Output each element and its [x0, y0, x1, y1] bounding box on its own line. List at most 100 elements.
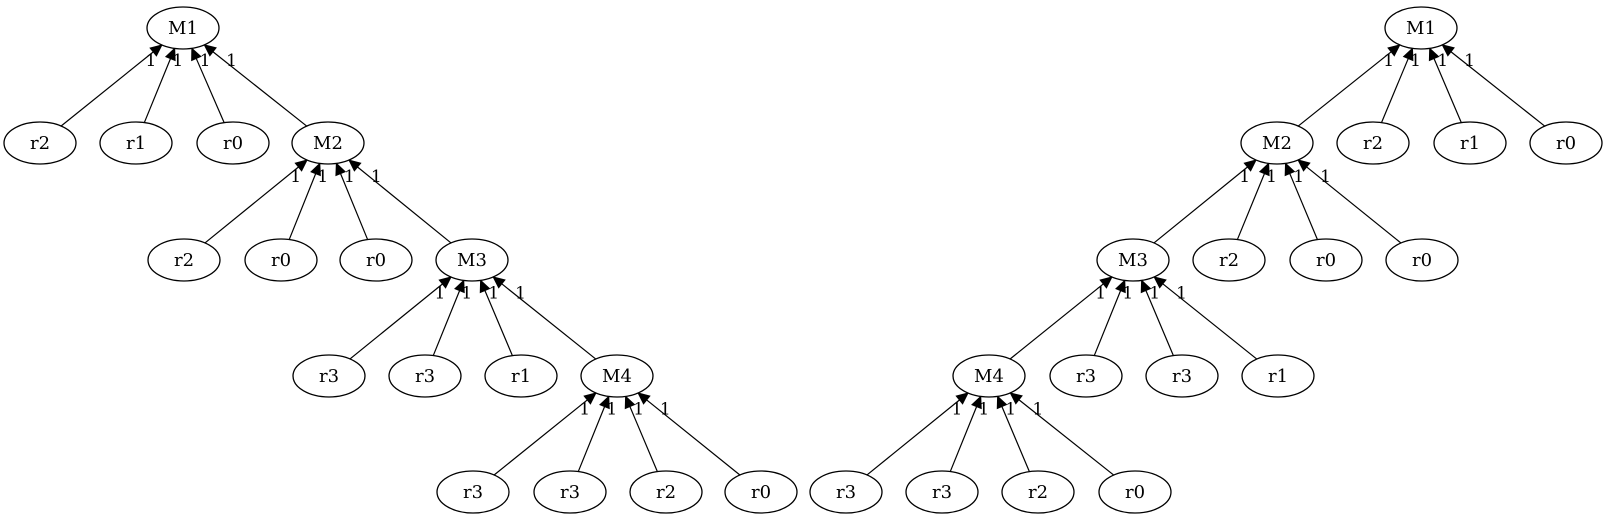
edge-left-m3-to-m2: 1 — [348, 159, 452, 244]
edge-right-r1-to-m1: 1 — [1428, 47, 1462, 123]
edge-left-m4-to-m3: 1 — [492, 276, 597, 360]
node-label: M4 — [602, 366, 632, 387]
node-label: r3 — [1076, 366, 1096, 387]
edge-line — [432, 290, 461, 356]
arrowhead — [1441, 44, 1455, 57]
edge-line — [349, 283, 443, 360]
node-left-r2: r2 — [147, 238, 221, 282]
edge-left-r0-to-m2: 1 — [288, 162, 328, 240]
arrowhead — [996, 395, 1008, 410]
edge-weight-label: 1 — [1005, 399, 1016, 419]
arrowhead — [599, 395, 610, 410]
arrowhead — [191, 47, 202, 62]
node-label: r2 — [1363, 133, 1383, 154]
edge-weight-label: 1 — [1032, 399, 1043, 419]
edge-weight-label: 1 — [1383, 51, 1394, 71]
edge-weight-label: 1 — [579, 399, 590, 419]
edge-line — [1236, 173, 1266, 240]
arrowhead — [1115, 279, 1126, 294]
node-ellipse — [244, 238, 318, 282]
node-left-m1: M1 — [146, 6, 220, 50]
edge-line — [577, 406, 606, 472]
edge-weight-label: 1 — [1320, 167, 1331, 187]
node-ellipse — [339, 238, 413, 282]
edge-weight-label: 1 — [435, 283, 446, 303]
edge-weight-label: 1 — [344, 167, 355, 187]
node-label: r3 — [463, 482, 483, 503]
edge-weight-label: 1 — [978, 399, 989, 419]
edge-line — [1306, 166, 1402, 244]
edge-line — [1450, 51, 1546, 127]
node-ellipse — [580, 354, 654, 398]
node-right-m4: M4 — [952, 354, 1026, 398]
arrowhead — [637, 392, 651, 405]
node-label: M1 — [168, 18, 198, 39]
node-left-r3: r3 — [388, 354, 462, 398]
edge-weight-label: 1 — [1176, 283, 1187, 303]
node-ellipse — [291, 121, 365, 165]
edge-weight-label: 1 — [660, 399, 671, 419]
node-label: M3 — [457, 250, 487, 271]
node-label: r0 — [223, 133, 243, 154]
arrowhead — [479, 279, 491, 294]
node-label: r0 — [366, 250, 386, 271]
node-label: r3 — [1172, 366, 1192, 387]
arrowhead — [1140, 279, 1152, 294]
edge-weight-label: 1 — [146, 51, 157, 71]
node-right-r3: r3 — [905, 470, 979, 514]
node-label: M4 — [974, 366, 1004, 387]
arrowhead — [492, 276, 506, 289]
node-label: r3 — [415, 366, 435, 387]
node-label: r1 — [1268, 366, 1288, 387]
edge-left-r2-to-m2: 1 — [204, 159, 308, 244]
edge-line — [143, 58, 172, 123]
node-ellipse — [99, 121, 173, 165]
edge-right-r3-to-m4: 1 — [866, 392, 969, 476]
node-ellipse — [1192, 238, 1266, 282]
node-label: r2 — [30, 133, 50, 154]
edge-left-m2-to-m1: 1 — [203, 44, 308, 127]
edge-right-m2-to-m1: 1 — [1297, 44, 1401, 127]
node-label: r3 — [319, 366, 339, 387]
node-label: r2 — [1219, 250, 1239, 271]
edge-left-r0-to-m1: 1 — [191, 47, 225, 123]
node-ellipse — [724, 470, 798, 514]
node-ellipse — [809, 470, 883, 514]
node-label: r1 — [126, 133, 146, 154]
node-label: r2 — [174, 250, 194, 271]
arrowhead — [149, 44, 163, 57]
edge-line — [60, 51, 154, 127]
node-label: r2 — [1028, 482, 1048, 503]
edge-line — [339, 173, 369, 240]
arrowhead — [203, 44, 217, 57]
node-left-r2: r2 — [3, 121, 77, 165]
edge-line — [1433, 58, 1462, 123]
arrowhead — [624, 395, 636, 410]
node-label: r0 — [1316, 250, 1336, 271]
node-left-m2: M2 — [291, 121, 365, 165]
node-label: r3 — [932, 482, 952, 503]
node-right-m3: M3 — [1096, 238, 1170, 282]
node-label: r0 — [1556, 133, 1576, 154]
edge-right-r2-to-m1: 1 — [1380, 47, 1421, 123]
node-label: r3 — [836, 482, 856, 503]
arrowhead — [1297, 159, 1311, 172]
node-ellipse — [952, 354, 1026, 398]
edge-line — [501, 283, 597, 360]
node-left-r3: r3 — [533, 470, 607, 514]
edge-weight-label: 1 — [488, 283, 499, 303]
arrowhead — [1402, 47, 1414, 62]
edge-left-r2-to-m1: 1 — [60, 44, 163, 127]
edge-line — [493, 399, 588, 476]
arrowhead — [1243, 159, 1257, 172]
edge-weight-label: 1 — [290, 167, 301, 187]
node-ellipse — [533, 470, 607, 514]
node-ellipse — [1289, 238, 1363, 282]
node-label: M2 — [1262, 133, 1292, 154]
node-ellipse — [905, 470, 979, 514]
edge-weight-label: 1 — [1464, 51, 1475, 71]
edge-left-r1-to-m1: 1 — [143, 47, 183, 123]
